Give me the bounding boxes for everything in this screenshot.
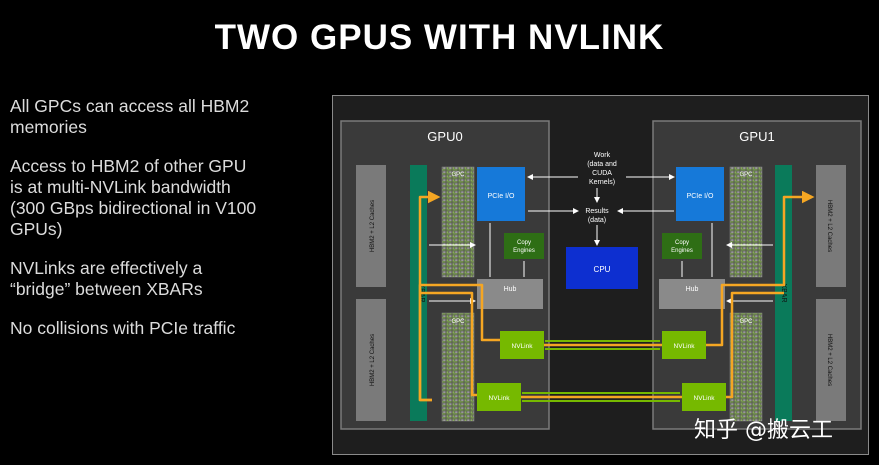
gpu0-nvlink-top [500,331,544,359]
gpu0-copy-engines [504,233,544,259]
gpu1-gpc-bottom-label: GPC [739,319,753,325]
gpu0-hub-label: Hub [504,286,517,293]
results-label: Results (data) [585,208,609,224]
gpu1-hbm-bottom-label: HBM2 + L2 Caches [826,334,832,386]
gpu1-copy-label-1: Copy [675,240,689,246]
gpu0-copy-label-2: Engines [513,248,535,254]
gpu1-label: GPU1 [739,129,774,144]
gpu1-gpc-bottom [729,312,763,422]
nvlink-bridges [522,340,680,402]
bullet-hbm2-bandwidth: Access to HBM2 of other GPU is at multi-… [10,156,257,239]
gpu0-hbm-top [356,165,386,287]
gpu0-hbm-top-label: HBM2 + L2 Caches [370,200,376,252]
gpu1-nvlink-bottom [682,383,726,411]
gpu0-label: GPU0 [427,129,462,144]
svg-text:CUDA: CUDA [592,170,612,177]
work-label: Work (data and CUDA Kernels) [587,152,617,186]
gpu0-hbm-bottom-label: HBM2 + L2 Caches [370,334,376,386]
gpu0-pcie-io [477,167,525,221]
gpu1-hbm-top-label: HBM2 + L2 Caches [826,200,832,252]
gpu0-copy-label-1: Copy [517,240,531,246]
gpu1-nvlink-bottom-label: NVLink [694,395,716,402]
bullet-nvlink-bridge: NVLinks are effectively a “bridge” betwe… [10,258,203,299]
pcie-arrows [429,174,773,304]
gpu1-hub-label: Hub [686,286,699,293]
gpu1-copy-label-2: Engines [671,248,693,254]
gpu1-hbm-bottom [816,299,846,421]
svg-text:Results: Results [585,208,609,215]
gpu1-copy-engines [662,233,702,259]
gpu0-nvlink-bottom [477,383,521,411]
bullet-list: All GPCs can access all HBM2 memories Ac… [10,96,320,357]
slide-title: TWO GPUS WITH NVLINK [214,18,665,57]
gpu0-pcie-label: PCIe I/O [488,193,515,200]
gpu1-hbm-top [816,165,846,287]
gpu0-nvlink-top-label: NVLink [512,343,534,350]
gpu1-nvlink-top-label: NVLink [674,343,696,350]
svg-text:Work: Work [594,152,611,159]
gpu1-pcie-label: PCIe I/O [687,193,714,200]
svg-text:Kernels): Kernels) [589,179,615,186]
cpu-label: CPU [594,265,611,274]
gpu0-block: GPU0 HBM2 + L2 Caches HBM2 + L2 Caches X… [340,120,550,430]
gpu0-gpc-top [441,166,475,278]
watermark-text: 知乎 @搬云工 [694,418,833,443]
gpu1-gpc-top [729,166,763,278]
gpu1-gpc-top-label: GPC [739,172,753,178]
gpu1-nvlink-top [662,331,706,359]
gpu1-hub [659,279,725,309]
gpu1-pcie-io [676,167,724,221]
gpu1-block: GPU1 HBM2 + L2 Caches HBM2 + L2 Caches X… [652,120,862,430]
gpu0-xbar [410,165,427,421]
bullet-gpc-access: All GPCs can access all HBM2 memories [10,96,250,137]
svg-text:(data and: (data and [587,161,617,168]
orange-data-paths [418,190,815,402]
gpu0-gpc-bottom [441,312,475,422]
cpu-block [566,247,638,289]
svg-text:(data): (data) [588,217,606,224]
gpu0-gpc-top-label: GPC [451,172,465,178]
gpu0-hub [477,279,543,309]
gpu0-nvlink-bottom-label: NVLink [489,395,511,402]
bullet-no-collisions: No collisions with PCIe traffic [10,318,236,338]
nvlink-diagram: GPU0 HBM2 + L2 Caches HBM2 + L2 Caches X… [332,95,869,455]
gpu0-hbm-bottom [356,299,386,421]
gpu0-gpc-bottom-label: GPC [451,319,465,325]
